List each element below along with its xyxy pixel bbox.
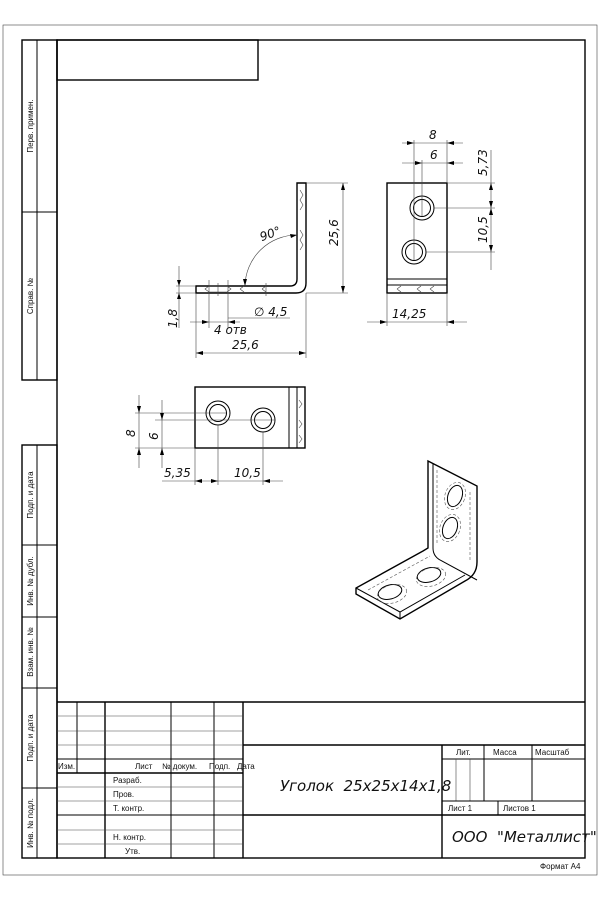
dim-side-105: 10,5 bbox=[476, 216, 490, 243]
scale-label: Масштаб bbox=[535, 748, 570, 757]
strip-label: Подп. и дата bbox=[26, 471, 35, 519]
dim-top-535: 5,35 bbox=[164, 466, 191, 480]
strip-label: Подп. и дата bbox=[26, 714, 35, 762]
header-izm: Изм. bbox=[58, 762, 75, 771]
role-norm-control: Н. контр. bbox=[113, 833, 146, 842]
top-view: 8 6 5,35 10,5 bbox=[124, 386, 306, 485]
format-label: Формат А4 bbox=[540, 862, 581, 871]
dim-thickness: 1,8 bbox=[166, 309, 180, 328]
side-strip: Перв. примен. Справ. № Подп. и дата Инв.… bbox=[21, 39, 58, 859]
dim-side-8: 8 bbox=[429, 128, 437, 142]
header-sign: Подп. bbox=[209, 762, 230, 771]
sheet-border bbox=[2, 24, 598, 876]
strip-label: Справ. № bbox=[26, 277, 35, 314]
header-date: Дата bbox=[237, 762, 255, 771]
dim-top-8: 8 bbox=[124, 429, 138, 437]
side-view: 8 6 5,73 10,5 14,25 bbox=[367, 128, 495, 326]
lit-label: Лит. bbox=[456, 748, 471, 757]
header-doc: № докум. bbox=[162, 762, 197, 771]
strip-label: Взам. инв. № bbox=[26, 627, 35, 677]
strip-label: Инв. № подл. bbox=[26, 798, 35, 848]
dim-hole-diameter: ∅ 4,5 bbox=[254, 305, 287, 319]
company-name: ООО "Металлист" bbox=[452, 828, 597, 846]
strip-label: Инв. № дубл. bbox=[26, 556, 35, 606]
part-name: Уголок 25x25x14x1,8 bbox=[280, 777, 451, 795]
front-view: 25,6 25,6 4 отв ∅ 4,5 1,8 90° bbox=[166, 182, 348, 358]
dim-top-105: 10,5 bbox=[234, 466, 261, 480]
sheet-label: Лист 1 bbox=[448, 804, 473, 813]
title-block: Изм. Лист № докум. Подп. Дата Разраб. Пр… bbox=[57, 701, 597, 858]
strip-label: Перв. примен. bbox=[26, 99, 35, 152]
dim-angle: 90° bbox=[258, 224, 283, 244]
role-developer: Разраб. bbox=[113, 776, 142, 785]
isometric-view bbox=[355, 459, 478, 620]
dim-width: 25,6 bbox=[232, 338, 259, 352]
mass-label: Масса bbox=[493, 748, 517, 757]
dim-side-width: 14,25 bbox=[392, 307, 426, 321]
dim-side-6: 6 bbox=[430, 148, 438, 162]
role-tech-control: Т. контр. bbox=[113, 804, 144, 813]
dim-top-6: 6 bbox=[147, 432, 161, 440]
sheets-label: Листов 1 bbox=[503, 804, 536, 813]
dim-side-573: 5,73 bbox=[476, 149, 490, 176]
dim-height: 25,6 bbox=[327, 219, 341, 246]
top-left-box bbox=[56, 39, 259, 81]
role-checker: Пров. bbox=[113, 790, 134, 799]
drawing-frame bbox=[56, 39, 586, 859]
header-list: Лист bbox=[135, 762, 153, 771]
dim-holes-count: 4 отв bbox=[214, 323, 247, 337]
role-approved: Утв. bbox=[125, 847, 140, 856]
